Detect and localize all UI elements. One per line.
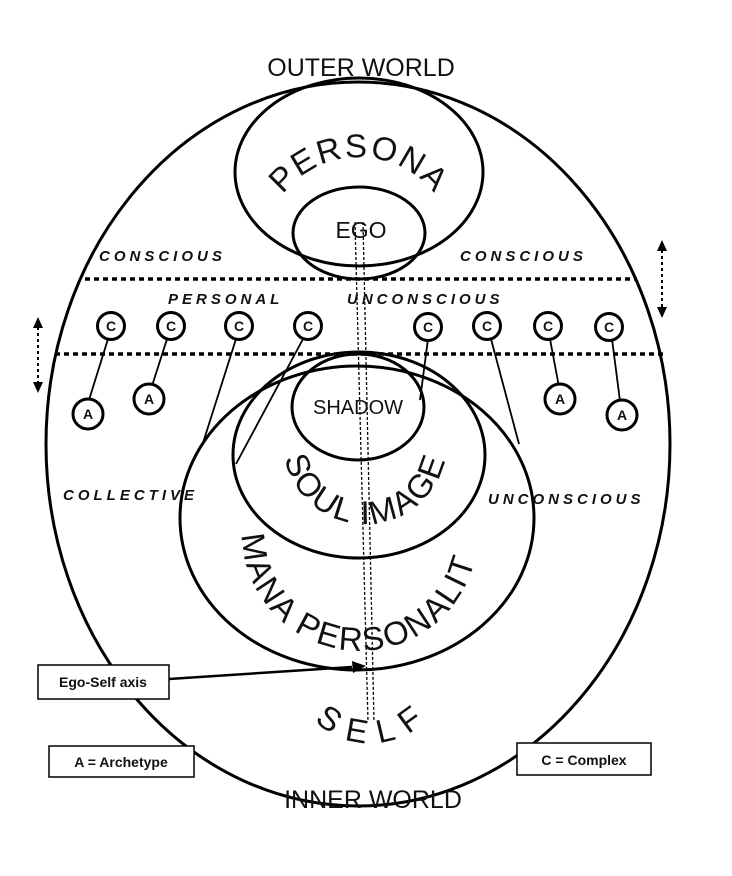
- legend-complex: C = Complex: [516, 742, 652, 776]
- connector-line: [490, 338, 520, 445]
- svg-text:A: A: [144, 391, 154, 407]
- archetype-node: A: [605, 398, 639, 432]
- inner-world-label: INNER WORLD: [284, 786, 462, 814]
- archetype-node: A: [71, 397, 105, 431]
- svg-text:C: C: [106, 318, 116, 334]
- svg-text:C: C: [166, 318, 176, 334]
- connector-line: [549, 338, 560, 388]
- complex-node: C: [413, 312, 443, 342]
- connector-line: [151, 338, 168, 387]
- complex-node: C: [472, 311, 502, 341]
- svg-text:C: C: [234, 318, 244, 334]
- self-outer-ellipse: [44, 80, 672, 808]
- svg-text:A: A: [555, 391, 565, 407]
- connector-line: [611, 338, 621, 402]
- axis-pointer-arrowhead: [352, 661, 366, 673]
- conscious-label-left: CONSCIOUS: [99, 248, 226, 265]
- unconscious-label-personal: UNCONSCIOUS: [347, 291, 504, 308]
- unconscious-label-collective: UNCONSCIOUS: [488, 491, 645, 508]
- self-label: S E L F: [310, 697, 430, 751]
- archetype-node: A: [132, 382, 166, 416]
- connector-line: [235, 338, 304, 465]
- connector-line: [419, 338, 429, 401]
- legend-archetype: A = Archetype: [48, 745, 195, 778]
- archetype-node: A: [543, 382, 577, 416]
- collective-label: COLLECTIVE: [63, 487, 198, 504]
- svg-text:A = Archetype: A = Archetype: [74, 754, 168, 770]
- svg-text:C: C: [543, 318, 553, 334]
- conscious-label-right: CONSCIOUS: [460, 248, 587, 265]
- shadow-label: SHADOW: [313, 397, 403, 419]
- svg-text:C: C: [482, 318, 492, 334]
- complex-node: C: [293, 311, 323, 341]
- double-arrow-icon: [657, 240, 667, 318]
- complex-node: C: [96, 311, 126, 341]
- connector-line: [88, 338, 109, 401]
- svg-text:C: C: [604, 319, 614, 335]
- complex-node: C: [533, 311, 563, 341]
- ego-label: EGO: [335, 217, 386, 243]
- ego-self-axis-left-line: [354, 221, 369, 723]
- svg-text:A: A: [617, 407, 627, 423]
- axis-label-box: Ego-Self axis: [37, 664, 170, 700]
- svg-text:A: A: [83, 406, 93, 422]
- complex-node: C: [156, 311, 186, 341]
- persona-circle: [233, 76, 485, 268]
- connector-line: [201, 338, 237, 447]
- outer-world-label: OUTER WORLD: [267, 54, 455, 82]
- personal-label: PERSONAL: [168, 291, 283, 308]
- svg-text:C: C: [423, 319, 433, 335]
- svg-text:C = Complex: C = Complex: [541, 752, 626, 768]
- double-arrow-icon: [33, 317, 43, 393]
- axis-pointer-line: [168, 665, 353, 681]
- complex-node: C: [594, 312, 624, 342]
- ego-self-axis-right-line: [362, 221, 375, 723]
- svg-text:C: C: [303, 318, 313, 334]
- complex-node: C: [224, 311, 254, 341]
- svg-text:Ego-Self axis: Ego-Self axis: [59, 674, 147, 690]
